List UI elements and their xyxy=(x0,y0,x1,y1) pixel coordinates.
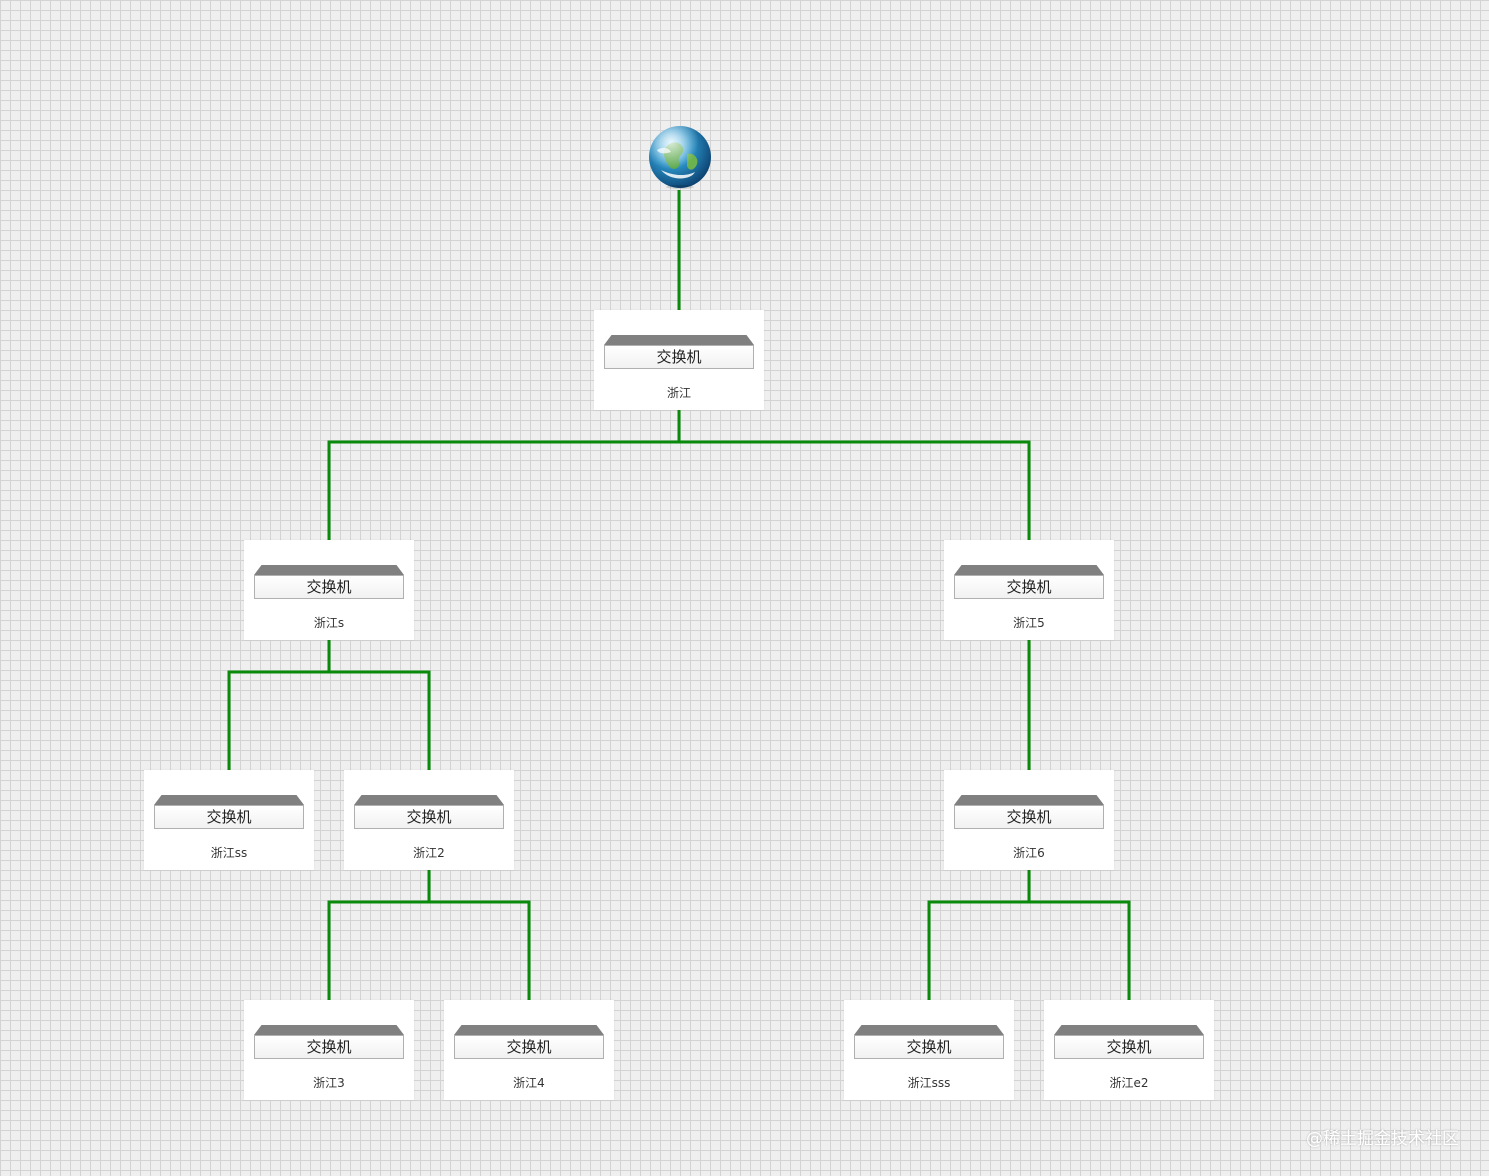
switch-node-label: 浙江ss xyxy=(210,846,248,860)
switch-icon-top xyxy=(854,1025,1004,1035)
connection-line xyxy=(327,870,431,1000)
switch-icon-top xyxy=(254,565,404,575)
switch-icon-top xyxy=(354,795,504,805)
switch-node[interactable]: 交换机浙江5 xyxy=(944,540,1114,640)
switch-icon-top xyxy=(154,795,304,805)
switch-node[interactable]: 交换机浙江2 xyxy=(344,770,514,870)
switch-icon: 交换机 xyxy=(254,565,404,599)
switch-device-type: 交换机 xyxy=(954,575,1104,599)
switch-node-label: 浙江5 xyxy=(1013,616,1045,630)
switch-icon: 交换机 xyxy=(354,795,504,829)
switch-device-type: 交换机 xyxy=(954,805,1104,829)
connection-line xyxy=(927,870,1031,1000)
switch-node-label: 浙江sss xyxy=(907,1076,951,1090)
switch-node-label: 浙江3 xyxy=(313,1076,345,1090)
connection-line xyxy=(327,410,681,540)
switch-icon-top xyxy=(454,1025,604,1035)
switch-node-label: 浙江e2 xyxy=(1109,1076,1149,1090)
switch-icon: 交换机 xyxy=(954,565,1104,599)
globe-icon[interactable] xyxy=(647,124,713,190)
switch-node[interactable]: 交换机浙江sss xyxy=(844,1000,1014,1100)
switch-node[interactable]: 交换机浙江6 xyxy=(944,770,1114,870)
switch-device-type: 交换机 xyxy=(154,805,304,829)
switch-icon-top xyxy=(604,335,754,345)
switch-icon: 交换机 xyxy=(254,1025,404,1059)
switch-device-type: 交换机 xyxy=(1054,1035,1204,1059)
switch-node[interactable]: 交换机浙江s xyxy=(244,540,414,640)
switch-icon-top xyxy=(954,565,1104,575)
switch-node-label: 浙江4 xyxy=(513,1076,545,1090)
switch-node-label: 浙江2 xyxy=(413,846,445,860)
switch-device-type: 交换机 xyxy=(454,1035,604,1059)
switch-device-type: 交换机 xyxy=(354,805,504,829)
connection-line xyxy=(427,870,531,1000)
switch-device-type: 交换机 xyxy=(604,345,754,369)
switch-icon-top xyxy=(254,1025,404,1035)
switch-icon: 交换机 xyxy=(954,795,1104,829)
watermark: @稀土掘金技术社区 xyxy=(1306,1129,1459,1149)
switch-node-label: 浙江s xyxy=(313,616,345,630)
switch-node[interactable]: 交换机浙江 xyxy=(594,310,764,410)
switch-icon: 交换机 xyxy=(604,335,754,369)
switch-icon-top xyxy=(954,795,1104,805)
connection-line xyxy=(227,640,331,770)
switch-node-label: 浙江6 xyxy=(1013,846,1045,860)
connection-line xyxy=(327,640,431,770)
switch-node[interactable]: 交换机浙江e2 xyxy=(1044,1000,1214,1100)
switch-icon-top xyxy=(1054,1025,1204,1035)
switch-device-type: 交换机 xyxy=(854,1035,1004,1059)
connection-line xyxy=(677,410,1031,540)
switch-icon: 交换机 xyxy=(1054,1025,1204,1059)
switch-icon: 交换机 xyxy=(154,795,304,829)
switch-device-type: 交换机 xyxy=(254,575,404,599)
switch-icon: 交换机 xyxy=(454,1025,604,1059)
switch-node-label: 浙江 xyxy=(666,386,691,400)
switch-icon: 交换机 xyxy=(854,1025,1004,1059)
switch-node[interactable]: 交换机浙江3 xyxy=(244,1000,414,1100)
connection-line xyxy=(1027,870,1131,1000)
switch-node[interactable]: 交换机浙江ss xyxy=(144,770,314,870)
switch-device-type: 交换机 xyxy=(254,1035,404,1059)
switch-node[interactable]: 交换机浙江4 xyxy=(444,1000,614,1100)
